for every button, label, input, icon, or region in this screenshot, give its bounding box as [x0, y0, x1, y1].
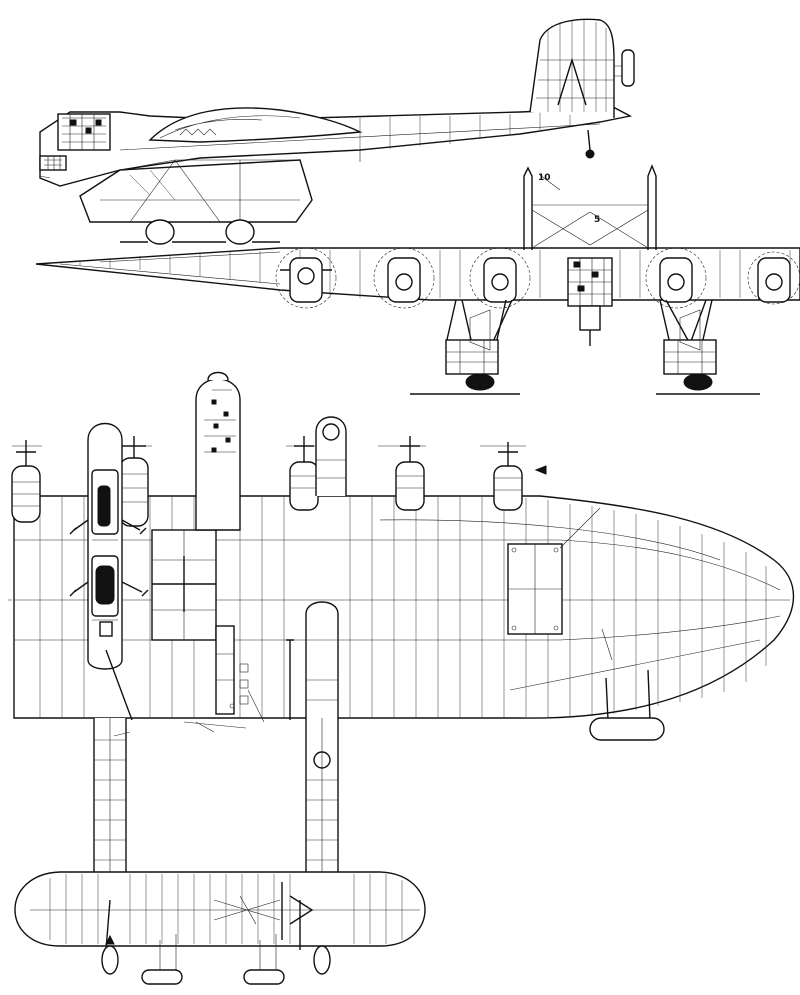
top-left-fuselage	[69, 423, 149, 721]
nose-glazing	[39, 113, 111, 171]
front-engines	[275, 247, 800, 309]
side-main-wheels	[120, 219, 280, 245]
top-engines	[11, 436, 547, 527]
top-wing-ribs	[14, 496, 790, 718]
top-center-pod	[195, 371, 241, 531]
top-right-nacelle	[315, 416, 347, 496]
top-wing	[13, 495, 795, 719]
front-tail-fins	[523, 164, 657, 250]
top-tail-floats	[141, 934, 285, 985]
top-aileron-float	[509, 628, 761, 741]
top-wing-root	[183, 625, 294, 733]
callout-10: 10	[538, 173, 551, 183]
top-right-boom	[305, 601, 339, 908]
front-view: 10 5	[35, 164, 800, 395]
front-fuselage	[567, 257, 613, 346]
top-cabin	[151, 529, 217, 641]
top-tailplane	[14, 871, 426, 975]
top-wing-hatch	[507, 507, 601, 635]
front-undercarriage	[410, 299, 760, 395]
top-view	[8, 371, 795, 985]
side-view	[39, 18, 635, 245]
callout-5: 5	[594, 215, 600, 225]
